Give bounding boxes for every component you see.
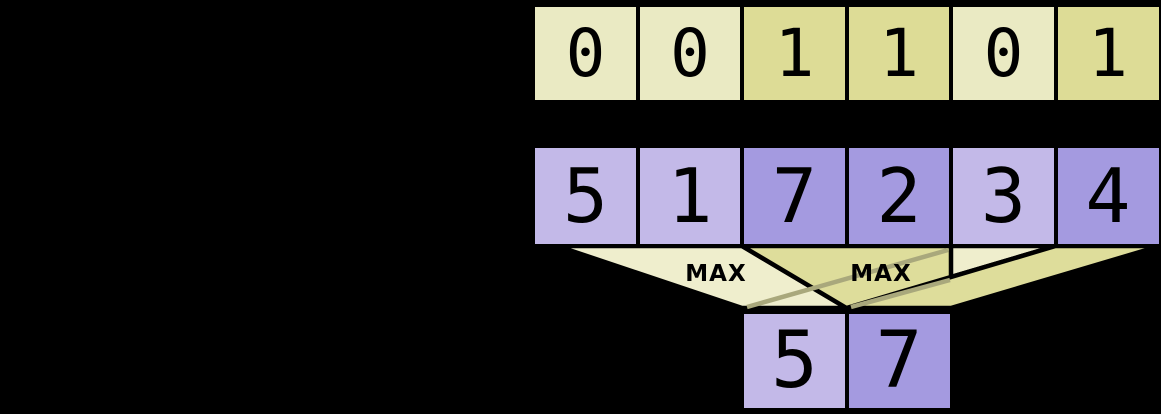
value-cell: 4 bbox=[1053, 144, 1161, 248]
value-cell: 1 bbox=[635, 144, 745, 248]
max-operation-label-right: MAX bbox=[850, 261, 912, 287]
mask-cell: 1 bbox=[740, 3, 849, 104]
result-cell: 5 bbox=[740, 310, 849, 412]
value-cell: 5 bbox=[531, 144, 640, 248]
mask-cell: 1 bbox=[1053, 3, 1161, 104]
result-row: 5 7 bbox=[740, 310, 954, 412]
result-cell: 7 bbox=[844, 310, 954, 412]
value-cell: 2 bbox=[844, 144, 954, 248]
mask-cell: 0 bbox=[531, 3, 640, 104]
overlap-edge-line bbox=[746, 247, 949, 310]
values-row: 5 1 7 2 3 4 bbox=[531, 144, 1161, 248]
value-cell: 7 bbox=[740, 144, 849, 248]
max-operation-label-left: MAX bbox=[685, 261, 747, 287]
overlap-edge-line bbox=[850, 277, 951, 310]
mask-row: 0 0 1 1 0 1 bbox=[531, 3, 1161, 104]
mask-cell: 0 bbox=[635, 3, 745, 104]
mask-cell: 1 bbox=[844, 3, 954, 104]
mask-cell: 0 bbox=[949, 3, 1058, 104]
value-cell: 3 bbox=[949, 144, 1058, 248]
